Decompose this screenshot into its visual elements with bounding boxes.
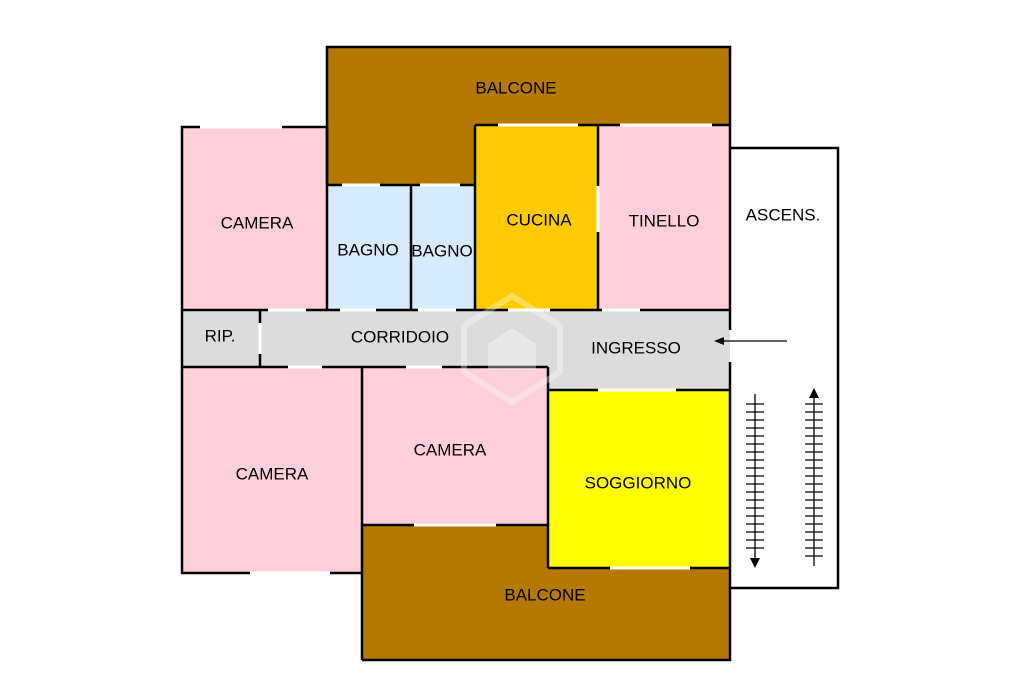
label-bagno-2: BAGNO bbox=[411, 241, 472, 260]
label-ascensore: ASCENS. bbox=[746, 205, 821, 224]
label-tinello: TINELLO bbox=[629, 211, 700, 230]
tinello-fill bbox=[598, 125, 730, 310]
bagno-2-fill bbox=[411, 185, 475, 310]
balcone-top-fill-left bbox=[327, 125, 475, 185]
camera-top-left-fill bbox=[182, 127, 327, 310]
label-balcone-bottom: BALCONE bbox=[504, 585, 585, 604]
balcone-top-fill bbox=[327, 47, 730, 127]
label-cucina: CUCINA bbox=[506, 210, 572, 229]
openings bbox=[200, 123, 712, 575]
walls bbox=[180, 45, 840, 662]
balcone-bottom-fill bbox=[362, 525, 548, 660]
balcone-bottom-fill-right bbox=[548, 568, 730, 660]
label-ripostiglio: RIP. bbox=[205, 326, 236, 345]
label-ingresso: INGRESSO bbox=[591, 338, 681, 357]
label-camera-middle: CAMERA bbox=[414, 440, 487, 459]
balcone-top-outline bbox=[325, 45, 732, 185]
label-soggiorno: SOGGIORNO bbox=[585, 473, 692, 492]
label-corridoio: CORRIDOIO bbox=[351, 327, 449, 346]
entry-arrow-icon bbox=[714, 337, 787, 345]
stair-down-arrow-icon bbox=[746, 394, 764, 568]
stair-up-arrow-icon bbox=[805, 388, 823, 566]
cucina-fill bbox=[475, 125, 598, 310]
watermark-logo bbox=[461, 292, 563, 406]
ascensore-fill bbox=[731, 148, 838, 588]
ripostiglio-fill bbox=[182, 310, 260, 367]
label-balcone-top: BALCONE bbox=[475, 78, 556, 97]
soggiorno-fill bbox=[548, 390, 730, 568]
camera-middle-fill bbox=[362, 367, 548, 525]
label-camera-top-left: CAMERA bbox=[221, 213, 294, 232]
label-bagno-1: BAGNO bbox=[337, 240, 398, 259]
balcone-bottom-outline bbox=[362, 568, 732, 662]
ascensore-outline bbox=[731, 146, 840, 590]
corridoio-fill bbox=[260, 310, 548, 367]
room-fills bbox=[182, 47, 838, 660]
ingresso-fill bbox=[548, 310, 730, 390]
camera-bottom-left-fill bbox=[182, 367, 362, 573]
bagno-1-fill bbox=[327, 185, 411, 310]
label-camera-bottom-left: CAMERA bbox=[236, 464, 309, 483]
room-labels: BALCONE CAMERA BAGNO BAGNO CUCINA TINELL… bbox=[205, 78, 821, 604]
